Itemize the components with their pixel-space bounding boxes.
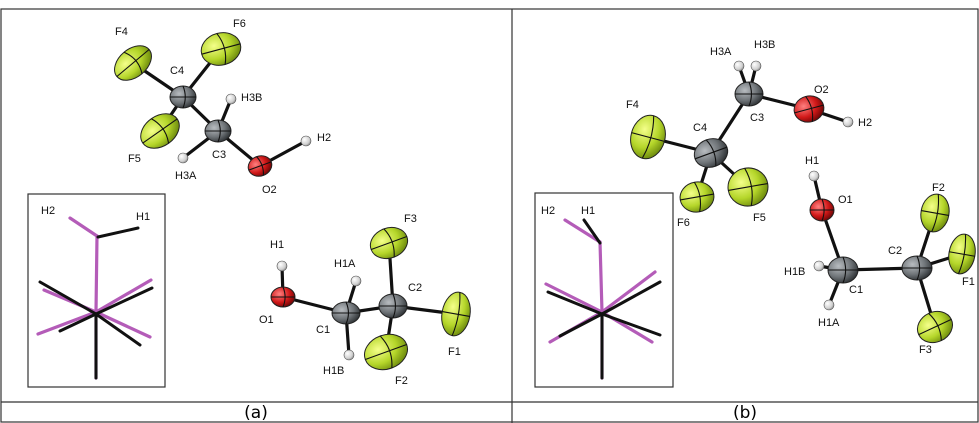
panel-b-label-h1: H1 <box>805 155 819 167</box>
panel-a-atom-c3 <box>204 119 232 143</box>
panel-a-atom-c1 <box>331 301 361 325</box>
panel-b-atom-h2 <box>842 116 854 128</box>
panel-a-label-h3a: H3A <box>175 170 197 182</box>
figure-frame <box>0 8 979 423</box>
panel-a-label-o1: O1 <box>259 314 274 326</box>
panel-b-caption: (b) <box>733 403 757 423</box>
panel-b-atom-f5 <box>727 167 769 207</box>
panel-a-atom-o1 <box>270 286 296 308</box>
panel-a-atoms <box>114 32 471 371</box>
panel-b-atom-o1 <box>809 198 835 222</box>
panel-a-atom-h3b <box>225 93 237 105</box>
panel-b-atom-o2 <box>793 95 825 123</box>
panel-b-label-h3b: H3B <box>754 39 775 51</box>
panel-b-label-o2: O2 <box>814 84 829 96</box>
panel-b-label-c2: C2 <box>888 245 902 257</box>
panel-b-label-h2: H2 <box>858 117 872 129</box>
panel-a-atom-f3 <box>369 226 409 260</box>
panel-a-label-f6: F6 <box>233 18 246 30</box>
panel-a-inset-label-h2: H2 <box>41 205 55 217</box>
panel-b-label-f5: F5 <box>753 212 766 224</box>
panel-a-label-h1a: H1A <box>334 258 356 270</box>
panel-b-inset-black-fragment <box>546 218 662 380</box>
panel-b-inset-label-h2: H2 <box>541 205 555 217</box>
panel-a-label-f1: F1 <box>448 346 461 358</box>
panel-a-overlay-inset: H2 H1 <box>27 193 166 388</box>
panel-b-atom-f1 <box>948 233 976 275</box>
panel-a-label-h2: H2 <box>317 132 331 144</box>
panel-a-atom-h1a <box>350 275 362 287</box>
panel-a-atom-h1 <box>276 260 288 272</box>
panel-b-atoms <box>630 60 976 344</box>
panel-a-atom-h3a <box>177 152 189 164</box>
panel-a-caption: (a) <box>244 403 268 423</box>
panel-b-atom-h1a <box>823 299 835 311</box>
panel-b-label-f6: F6 <box>677 217 690 229</box>
panel-a-atom-h1b <box>343 349 355 361</box>
panel-b-atom-f4 <box>630 114 666 160</box>
panel-b-atom-c4 <box>693 138 729 168</box>
panel-b-atom-f6 <box>679 181 715 213</box>
panel-b-label-h3a: H3A <box>710 46 732 58</box>
panel-a-label-f5: F5 <box>128 153 141 165</box>
panel-a-atom-c2 <box>378 293 408 319</box>
panel-a-label-h1: H1 <box>270 239 284 251</box>
panel-b-label-h1b: H1B <box>784 266 805 278</box>
panel-a-label-f4: F4 <box>115 26 128 38</box>
panel-a-label-o2: O2 <box>262 184 277 196</box>
panel-a-atom-f4 <box>114 45 152 81</box>
panel-a-label-h3b: H3B <box>241 92 262 104</box>
panel-b-overlay-inset: H2 H1 <box>534 192 674 388</box>
panel-a-atom-c4 <box>169 85 197 109</box>
panel-a-atom-f5 <box>140 113 180 149</box>
panel-a-label-f2: F2 <box>395 375 408 387</box>
panel-b-label-f1: F1 <box>962 276 975 288</box>
panel-a-label-f3: F3 <box>404 213 417 225</box>
panel-b-label-o1: O1 <box>838 194 853 206</box>
panel-b-label-f4: F4 <box>626 99 639 111</box>
panel-b-atom-f3 <box>916 310 954 344</box>
panel-b-atom-f2 <box>920 193 950 233</box>
panel-b-label-c4: C4 <box>693 122 707 134</box>
panel-a-atom-o2 <box>247 155 273 177</box>
panel-b-label-f2: F2 <box>932 182 945 194</box>
panel-b-inset-label-h1: H1 <box>581 205 595 217</box>
panel-b-atom-h1 <box>808 170 820 182</box>
panel-b-label-c1: C1 <box>849 284 863 296</box>
panel-b-label-c3: C3 <box>750 112 764 124</box>
panel-a-label-c4: C4 <box>170 65 184 77</box>
panel-a-label-c1: C1 <box>316 324 330 336</box>
panel-a-atom-f6 <box>200 32 242 66</box>
panel-b-atom-h1b <box>813 260 825 272</box>
panel-a-inset-frame <box>27 193 166 388</box>
panel-b-label-f3: F3 <box>919 344 932 356</box>
panel-a-label-c2: C2 <box>408 282 422 294</box>
panel-b-atom-h3a <box>733 60 745 72</box>
panel-a-inset-label-h1: H1 <box>136 211 150 223</box>
panel-a-label-c3: C3 <box>212 149 226 161</box>
panel-b-atom-c3 <box>734 81 764 107</box>
panel-a-atom-h2 <box>300 135 312 147</box>
panel-b-atom-h3b <box>750 60 762 72</box>
panel-a-label-h1b: H1B <box>323 365 344 377</box>
panel-b-atom-c2 <box>901 255 933 281</box>
panel-b-inset-frame <box>534 192 674 388</box>
panel-a-atom-f1 <box>441 291 471 337</box>
panel-b-label-h1a: H1A <box>818 317 840 329</box>
panel-a-atom-f2 <box>364 333 408 371</box>
panel-b-atom-c1 <box>827 256 859 284</box>
panel-a-inset-black-fragment <box>38 226 154 380</box>
